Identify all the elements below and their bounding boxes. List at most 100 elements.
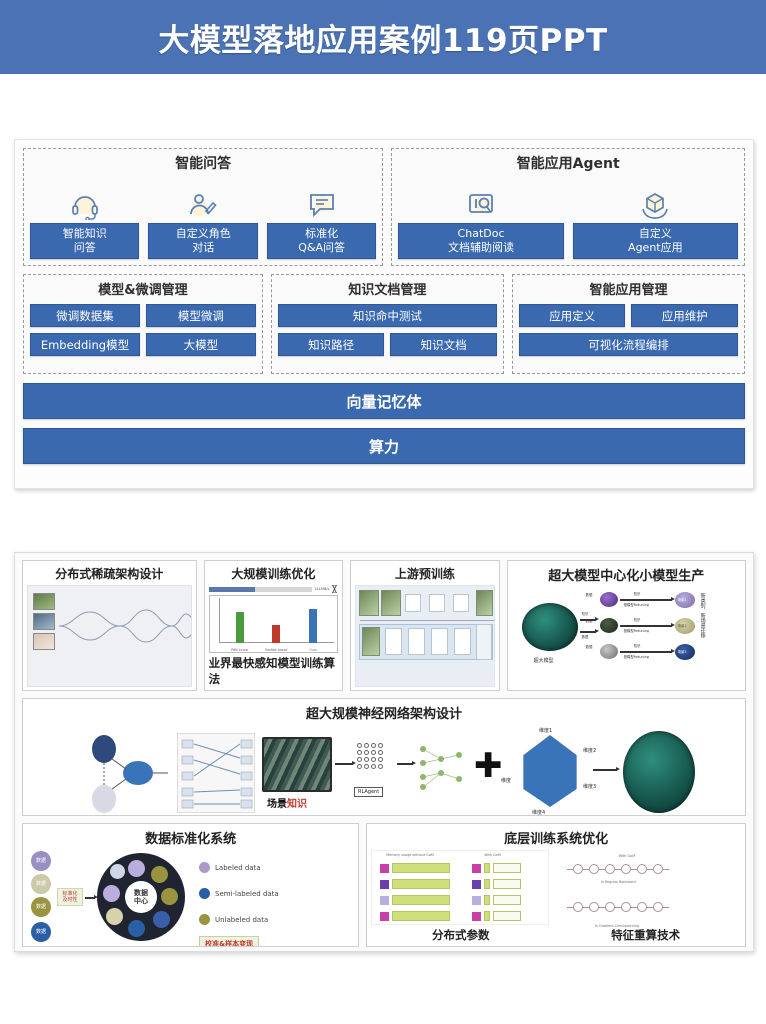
group-title: 智能应用管理 — [589, 283, 668, 298]
branch-node-2-icon — [599, 618, 618, 633]
group-title: 模型&微调管理 — [98, 283, 188, 298]
data-source-label: 数据 — [35, 881, 46, 887]
data-source-3-icon: 数据 — [31, 897, 51, 917]
orbit-dot-2 — [151, 866, 168, 883]
group-intelligent-qa: 智能问答 智能知识 — [23, 148, 384, 266]
chain-caption-b: In Gradient Checkpointing — [594, 924, 640, 928]
group-title: 知识文档管理 — [348, 283, 427, 298]
panel-caption: 业界最快感知模型训练算法 — [208, 656, 336, 686]
super-model-art: 超大模型 知识 数据 知识 基模型fintuning 知识 基模型fintuni… — [511, 587, 741, 687]
card-custom-agent[interactable]: 自定义 Agent应用 — [572, 188, 738, 259]
cube-in-hands-icon — [640, 188, 670, 220]
pill-embedding-model[interactable]: Embedding模型 — [30, 333, 140, 356]
panel-neural-network-architecture: 超大规模神经网络架构设计 — [22, 698, 746, 816]
card-chatdoc[interactable]: ChatDoc 文档辅助阅读 — [398, 188, 564, 259]
panel-title: 数据标准化系统 — [145, 832, 237, 847]
orbit-dot-8 — [110, 864, 125, 879]
panel-title: 超大模型中心化小模型生产 — [548, 569, 705, 584]
architecture-diagram: 智能问答 智能知识 — [14, 139, 754, 489]
architecture-mid-row: 模型&微调管理 微调数据集 模型微调 Embedding模型 大模型 知识文档管… — [23, 274, 745, 374]
card-box[interactable]: 自定义 Agent应用 — [572, 223, 738, 259]
result-node-2-icon — [674, 618, 695, 634]
item-grid: 知识命中测试 知识路径 知识文档 — [277, 304, 497, 356]
data-standardization-art: 数据 数据 数据 数据 标准化 及时性 数据 中心 — [27, 850, 355, 946]
legend-labeled: Labeled data — [199, 862, 261, 873]
dim-label-3: 维度3 — [583, 784, 597, 790]
group-title: 智能问答 — [175, 156, 232, 172]
pill-large-model[interactable]: 大模型 — [145, 333, 256, 356]
panel-large-scale-training: 大规模训练优化 141MB/s PBN-Linear — [203, 560, 344, 691]
card-box[interactable]: 智能知识 问答 — [30, 223, 140, 259]
layer-vector-memory[interactable]: 向量记忆体 — [23, 383, 745, 419]
scene-highlight: 知识 — [287, 799, 307, 810]
card-line1: 自定义 — [638, 227, 672, 240]
pretrain-unit-1 — [385, 628, 403, 655]
bar-label-0: PBN-Linear — [231, 648, 249, 652]
result-label-3: 场景3 — [677, 650, 687, 654]
card-box[interactable]: ChatDoc 文档辅助阅读 — [398, 223, 564, 259]
super-model-label: 超大模型 — [533, 658, 554, 664]
memory-header-right: With GoM — [484, 853, 501, 857]
card-line2: Agent应用 — [628, 241, 683, 254]
panel-title: 分布式稀疏架构设计 — [55, 567, 164, 581]
result-globe-icon — [623, 731, 695, 813]
pill-knowledge-path[interactable]: 知识路径 — [277, 333, 385, 356]
feature-recompute-art: With GoM In Regular Backward In Gradient… — [549, 850, 734, 928]
panel-centralized-small-model: 超大模型中心化小模型生产 超大模型 知识 数据 知识 基模型f — [506, 560, 746, 691]
card-box[interactable]: 自定义角色 对话 — [148, 223, 258, 259]
person-pen-icon — [188, 188, 218, 220]
card-list: 智能知识 问答 自定义角色 对 — [30, 175, 377, 259]
pill-knowledge-doc[interactable]: 知识文档 — [390, 333, 497, 356]
orbit-dot-4 — [153, 911, 170, 928]
document-search-icon — [466, 188, 496, 220]
pretrain-unit-4 — [454, 628, 472, 655]
pill-finetune-dataset[interactable]: 微调数据集 — [30, 304, 140, 327]
pill-model-finetune[interactable]: 模型微调 — [145, 304, 256, 327]
sparse-routing-graph — [58, 609, 191, 643]
panel-data-standardization: 数据标准化系统 数据 数据 数据 数据 标准化 及时性 数据 — [22, 823, 360, 947]
supermodel-tech-diagram: 分布式稀疏架构设计 — [14, 552, 754, 952]
neural-net-art: 场景知识 RLAgent — [27, 725, 741, 815]
card-box[interactable]: 标准化 Q&A问答 — [266, 223, 377, 259]
layer-compute-power[interactable]: 算力 — [23, 428, 745, 464]
branch-node-3-icon — [599, 644, 618, 659]
card-smart-knowledge-qa[interactable]: 智能知识 问答 — [30, 188, 140, 259]
panel-upstream-pretrain: 上游预训练 — [350, 560, 500, 691]
pill-app-definition[interactable]: 应用定义 — [518, 304, 626, 327]
tech-row-1: 分布式稀疏架构设计 — [22, 560, 746, 691]
page-title: 大模型落地应用案例119页PPT — [158, 22, 608, 59]
data-center-core: 数据 中心 — [125, 881, 157, 913]
orbit-dot-3 — [161, 888, 178, 905]
chain-caption-a: In Regular Backward — [600, 880, 636, 884]
branch-sub-label-3: 基模型fintuning — [623, 655, 649, 659]
nn-mlp-graph — [420, 746, 462, 790]
card-custom-role-dialog[interactable]: 自定义角色 对话 — [148, 188, 258, 259]
pretrain-unit-3 — [431, 628, 449, 655]
card-line1: 自定义角色 — [175, 227, 231, 240]
super-model-globe-icon — [521, 603, 578, 651]
pill-app-maintenance[interactable]: 应用维护 — [631, 304, 738, 327]
core-line1: 数据 — [134, 889, 148, 897]
bar-item: ResNet-based — [265, 599, 287, 652]
data-source-4-icon: 数据 — [31, 922, 51, 942]
pretrain-output — [476, 624, 493, 660]
scene-label: 场景 — [267, 799, 287, 810]
branch-sub-label-1: 基模型fintuning — [623, 603, 649, 607]
headset-icon — [70, 188, 100, 220]
pretrain-art — [355, 585, 495, 687]
group-app-mgmt: 智能应用管理 应用定义 应用维护 可视化流程编排 — [511, 274, 745, 374]
nn-dot-grid — [357, 743, 383, 769]
core-line2: 中心 — [134, 897, 148, 905]
pill-visual-flow-orchestration[interactable]: 可视化流程编排 — [518, 333, 738, 356]
group-title: 智能应用Agent — [516, 156, 620, 172]
scene-screen-icon — [262, 737, 332, 792]
orbit-dot-6 — [106, 908, 123, 925]
chart-progress-bar: 141MB/s — [208, 585, 339, 593]
pill-knowledge-hit-test[interactable]: 知识命中测试 — [277, 304, 497, 327]
tech-row-3: 数据标准化系统 数据 数据 数据 数据 标准化 及时性 数据 — [22, 823, 746, 947]
result-label-1: 场景1 — [677, 598, 687, 602]
bar-item: PBN-Linear — [231, 599, 249, 652]
sample-image-cat-icon — [33, 633, 55, 650]
card-standard-qa[interactable]: 标准化 Q&A问答 — [266, 188, 377, 259]
bar-label-1: ResNet-based — [265, 648, 288, 652]
